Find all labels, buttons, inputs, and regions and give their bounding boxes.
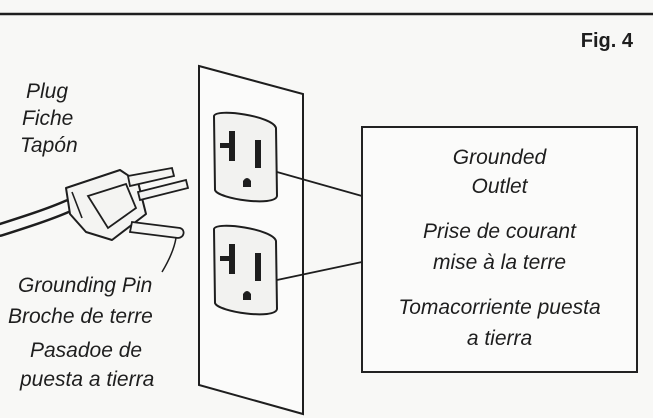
- grounding-pin-label-fr: Broche de terre: [8, 305, 153, 328]
- outlet-label-es-1: Tomacorriente puesta: [398, 296, 601, 319]
- plug-label-fr: Fiche: [22, 107, 74, 130]
- outlet-label-fr-1: Prise de courant: [423, 220, 576, 243]
- outlet-callout-box: Grounded Outlet Prise de courant mise à …: [361, 126, 638, 373]
- grounding-pin: [128, 221, 185, 239]
- plug-prongs: [126, 166, 190, 239]
- outlet-label-en-2: Outlet: [471, 175, 528, 198]
- upper-hot-slot: [255, 140, 261, 168]
- power-cord: [0, 199, 75, 237]
- outlet-label-fr-2: mise à la terre: [432, 251, 567, 274]
- upper-ground-hole: [243, 178, 251, 187]
- plug-label-es: Tapón: [20, 134, 78, 157]
- plug-body: [65, 169, 147, 241]
- grounding-pin-label-es-1: Pasadoe de: [30, 339, 143, 362]
- grounding-pin-label-en: Grounding Pin: [18, 274, 153, 297]
- leader-upper: [276, 171, 363, 197]
- upper-receptacle: [212, 111, 279, 203]
- outlet-label-es-2: a tierra: [466, 327, 533, 350]
- plug-label-en: Plug: [26, 80, 69, 103]
- outlet-label-en-1: Grounded: [452, 146, 547, 169]
- lower-ground-hole: [243, 291, 251, 300]
- figure-number: Fig. 4: [580, 30, 633, 52]
- leader-grounding-pin: [161, 237, 177, 273]
- grounding-pin-label-es-2: puesta a tierra: [20, 368, 155, 391]
- lower-receptacle: [212, 224, 279, 316]
- lower-hot-slot: [255, 253, 261, 281]
- leader-lower: [276, 261, 363, 281]
